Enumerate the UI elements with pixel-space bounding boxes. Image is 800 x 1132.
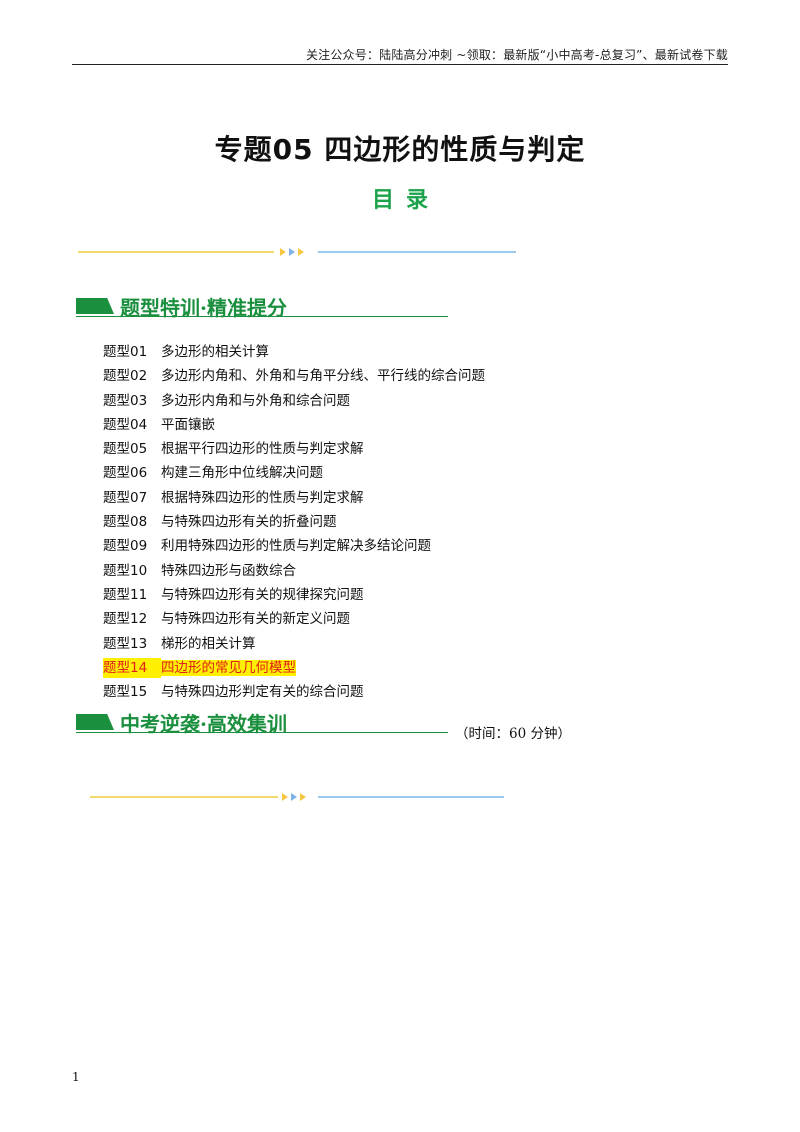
toc-item-number: 题型15 (103, 684, 148, 701)
divider-left-line (90, 796, 278, 798)
section-heading-practice: 题型特训·精准提分 (76, 292, 448, 322)
triple-arrow-icon (282, 793, 306, 801)
section-underline (76, 732, 448, 733)
toc-item[interactable]: 题型01 多边形的相关计算 (103, 342, 485, 366)
toc-item[interactable]: 题型13 梯形的相关计算 (103, 634, 485, 658)
top-divider (78, 247, 518, 257)
toc-item-title: 根据平行四边形的性质与判定求解 (161, 441, 364, 458)
toc-item[interactable]: 题型15 与特殊四边形判定有关的综合问题 (103, 682, 485, 706)
toc-item-number: 题型11 (103, 586, 148, 603)
toc-item-title: 平面镶嵌 (161, 416, 215, 433)
toc-item[interactable]: 题型05 根据平行四边形的性质与判定求解 (103, 439, 485, 463)
toc-item[interactable]: 题型09 利用特殊四边形的性质与判定解决多结论问题 (103, 536, 485, 560)
page-number: 1 (72, 1070, 80, 1084)
toc-item-title: 多边形内角和与外角和综合问题 (161, 392, 350, 409)
toc-item-title: 根据特殊四边形的性质与判定求解 (161, 489, 364, 506)
toc-item[interactable]: 题型06 构建三角形中位线解决问题 (103, 463, 485, 487)
toc-list: 题型01 多边形的相关计算 题型02 多边形内角和、外角和与角平分线、平行线的综合问… (103, 342, 485, 706)
toc-item-title: 多边形的相关计算 (161, 344, 269, 360)
toc-item-title: 四边形的常见几何模型 (161, 659, 296, 676)
divider-right-line (318, 251, 516, 253)
page-title: 专题05 四边形的性质与判定 (214, 133, 586, 166)
toc-item-number: 题型09 (103, 538, 148, 555)
time-limit-note: （时间：60 分钟） (455, 726, 571, 742)
toc-item-number: 题型04 (103, 416, 148, 433)
toc-item[interactable]: 题型04 平面镶嵌 (103, 415, 485, 439)
toc-item-number: 题型14 (103, 657, 161, 678)
toc-item-number: 题型10 (103, 562, 148, 579)
toc-item-number: 题型05 (103, 441, 148, 458)
toc-item-title: 与特殊四边形有关的规律探究问题 (161, 586, 364, 603)
header-rule (72, 64, 728, 65)
toc-item[interactable]: 题型03 多边形内角和与外角和综合问题 (103, 391, 485, 415)
toc-item-number: 题型03 (103, 392, 148, 409)
toc-item-title: 多边形内角和、外角和与角平分线、平行线的综合问题 (161, 368, 485, 385)
toc-item-title: 与特殊四边形有关的新定义问题 (161, 611, 350, 628)
toc-item-title: 利用特殊四边形的性质与判定解决多结论问题 (161, 538, 431, 555)
section-heading-exam: 中考逆袭·高效集训 (76, 708, 448, 738)
section-bar-icon (76, 714, 114, 730)
bottom-divider (90, 792, 510, 802)
toc-item-title: 与特殊四边形判定有关的综合问题 (161, 684, 364, 701)
toc-item-title: 构建三角形中位线解决问题 (161, 465, 323, 482)
toc-item[interactable]: 题型11 与特殊四边形有关的规律探究问题 (103, 585, 485, 609)
toc-item-title: 梯形的相关计算 (161, 635, 256, 652)
toc-item-title: 与特殊四边形有关的折叠问题 (161, 514, 337, 531)
toc-item[interactable]: 题型07 根据特殊四边形的性质与判定求解 (103, 488, 485, 512)
toc-item-number: 题型06 (103, 465, 148, 482)
toc-item-number: 题型08 (103, 514, 148, 531)
toc-item[interactable]: 题型10 特殊四边形与函数综合 (103, 561, 485, 585)
toc-item-title: 特殊四边形与函数综合 (161, 562, 296, 579)
section-underline (76, 316, 448, 317)
divider-right-line (318, 796, 504, 798)
toc-item-number: 题型12 (103, 611, 148, 628)
toc-item-number: 题型13 (103, 635, 148, 652)
toc-item[interactable]: 题型02 多边形内角和、外角和与角平分线、平行线的综合问题 (103, 366, 485, 390)
toc-item-number: 题型07 (103, 489, 148, 506)
triple-arrow-icon (280, 248, 304, 256)
toc-item-number: 题型01 (103, 344, 148, 360)
divider-left-line (78, 251, 274, 253)
toc-item[interactable]: 题型08 与特殊四边形有关的折叠问题 (103, 512, 485, 536)
section-bar-icon (76, 298, 114, 314)
header-text: 关注公众号：陆陆高分冲刺 ~领取：最新版“小中高考-总复习”、最新试卷下载 (305, 48, 728, 62)
page-subtitle: 目录 (371, 188, 440, 213)
toc-item[interactable]: 题型12 与特殊四边形有关的新定义问题 (103, 609, 485, 633)
toc-item-number: 题型02 (103, 368, 148, 385)
